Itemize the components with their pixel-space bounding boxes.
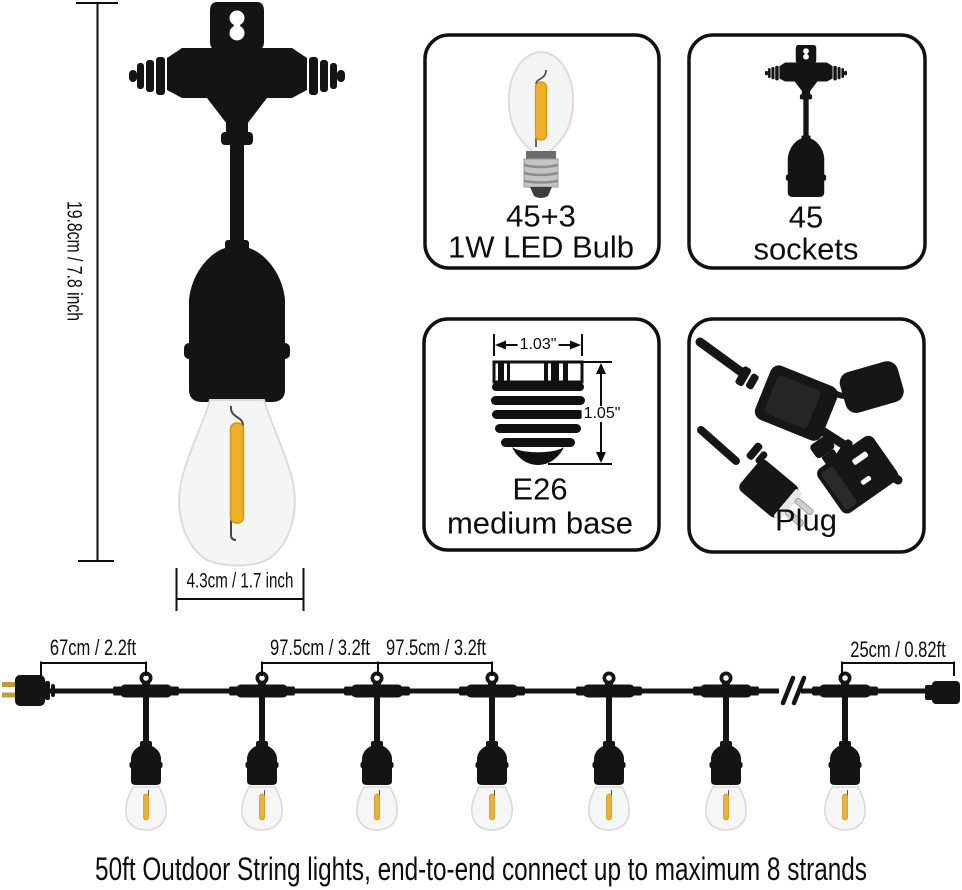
tail-length-label: 25cm / 0.82ft bbox=[850, 637, 946, 662]
male-plug-icon bbox=[2, 675, 55, 706]
base-type-label: medium base bbox=[446, 505, 634, 541]
base-name-label: E26 bbox=[512, 471, 568, 507]
lead-length-label: 67cm / 2.2ft bbox=[49, 635, 137, 660]
base-width-label: 1.03" bbox=[517, 336, 559, 353]
socket-drop bbox=[692, 670, 760, 831]
plug-photo bbox=[695, 337, 904, 527]
hanging-socket-graphic bbox=[129, 2, 345, 402]
height-dimension-label: 19.8cm / 7.8 inch bbox=[62, 201, 86, 321]
base-height-label: 1.05" bbox=[581, 405, 623, 422]
socket-drop bbox=[343, 670, 411, 831]
e26-base-diagram bbox=[491, 334, 612, 465]
bulb-icon bbox=[507, 50, 575, 198]
spacing-label-1: 97.5cm / 3.2ft bbox=[270, 635, 370, 660]
string-lights-diagram bbox=[2, 661, 960, 831]
socket-drop bbox=[112, 670, 180, 831]
bulb-count-label: 45+3 bbox=[506, 198, 576, 234]
socket-drop bbox=[458, 670, 526, 831]
height-dimension-lines bbox=[76, 2, 118, 562]
socket-drop bbox=[228, 670, 296, 831]
plug-label: Plug bbox=[774, 502, 838, 538]
socket-drop bbox=[575, 670, 643, 831]
spacing-dimension-lines bbox=[40, 661, 955, 676]
led-bulb-graphic bbox=[178, 399, 296, 567]
socket-type-label: sockets bbox=[753, 231, 859, 267]
pendant-socket-illustration bbox=[76, 2, 345, 611]
female-connector-icon bbox=[925, 681, 960, 704]
break-mark bbox=[780, 675, 807, 706]
socket-count-label: 45 bbox=[788, 199, 824, 235]
spacing-label-2: 97.5cm / 3.2ft bbox=[386, 635, 486, 660]
socket-drop bbox=[811, 670, 879, 831]
width-dimension-label: 4.3cm / 1.7 inch bbox=[186, 569, 294, 593]
caption: 50ft Outdoor String lights, end-to-end c… bbox=[95, 851, 867, 887]
bulb-type-label: 1W LED Bulb bbox=[447, 229, 635, 265]
width-dimension-lines bbox=[175, 568, 305, 611]
